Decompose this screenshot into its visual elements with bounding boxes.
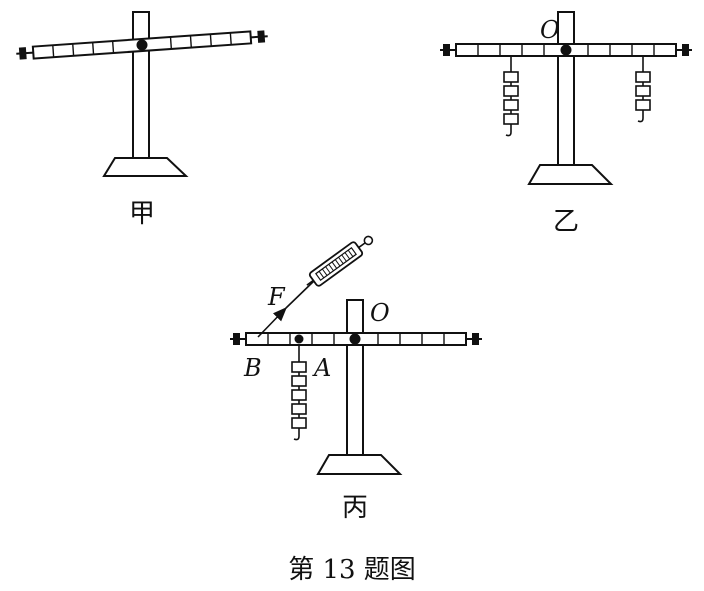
balance-nut-left <box>443 44 450 56</box>
stand-post <box>132 11 150 165</box>
stand-base <box>316 454 403 475</box>
weight-stack-right <box>635 56 651 123</box>
figure-caption: 第 13 题图 <box>288 555 416 585</box>
panel-yi <box>440 11 692 185</box>
caption-jia: 甲 <box>129 199 155 229</box>
point-a-marker <box>294 334 304 344</box>
stand-post <box>346 299 364 459</box>
pivot <box>349 333 361 345</box>
weight-stack-a <box>291 345 307 441</box>
pivot <box>136 39 148 51</box>
balance-nut-right <box>472 333 479 345</box>
point-label-b: B <box>243 354 262 382</box>
force-label-f: F <box>267 283 286 311</box>
balance-nut-left <box>233 333 240 345</box>
scale-ring <box>363 235 374 246</box>
stand-post <box>557 11 575 171</box>
panel-jia <box>16 11 268 177</box>
balance-nut-right <box>682 44 689 56</box>
force-arrow <box>257 306 288 338</box>
balance-nut-right <box>257 30 266 43</box>
balance-nut-left <box>18 47 27 60</box>
pivot-label-o-yi: O <box>540 16 560 44</box>
point-label-a: A <box>312 354 331 382</box>
stand-base <box>527 164 614 185</box>
caption-bing: 丙 <box>342 493 368 523</box>
panel-bing <box>230 235 482 475</box>
lever-bar <box>440 43 692 57</box>
stand-base <box>102 157 189 177</box>
weight-stack-left <box>503 56 519 137</box>
pivot <box>560 44 572 56</box>
scale-string <box>285 278 317 309</box>
pivot-label-o-bing: O <box>370 299 390 327</box>
spring-scale <box>306 235 374 287</box>
caption-yi: 乙 <box>553 207 579 237</box>
